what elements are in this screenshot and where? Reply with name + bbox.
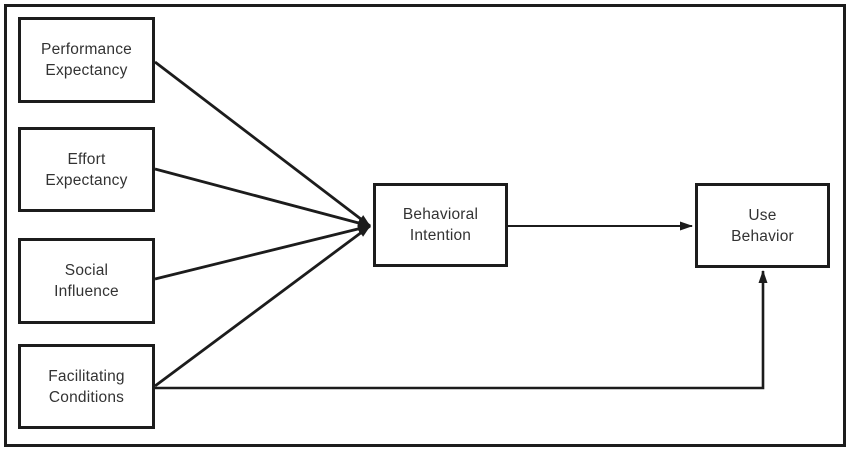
box-performance-expectancy: Performance Expectancy xyxy=(18,17,155,103)
box-behavioral-intention-label: Behavioral Intention xyxy=(402,206,479,244)
box-social-influence-label: Social Influence xyxy=(54,262,119,300)
arrow-facilitating-to-use xyxy=(155,270,768,390)
arrow-facilitating-to-intention xyxy=(154,224,371,388)
box-behavioral-intention: Behavioral Intention xyxy=(373,183,508,267)
arrow-effort-to-intention xyxy=(154,167,371,228)
arrow-social-to-intention xyxy=(154,224,371,281)
box-effort-expectancy: Effort Expectancy xyxy=(18,127,155,212)
box-social-influence: Social Influence xyxy=(18,238,155,324)
box-use-behavior: Use Behavior xyxy=(695,183,830,268)
figure-border xyxy=(4,4,846,447)
box-effort-expectancy-label: Effort Expectancy xyxy=(45,150,128,189)
box-performance-expectancy-label: Performance Expectancy xyxy=(41,41,132,79)
box-facilitating-conditions-label: Facilitating Conditions xyxy=(48,367,125,406)
arrow-performance-to-intention xyxy=(154,60,371,228)
box-use-behavior-label: Use Behavior xyxy=(731,206,794,245)
box-facilitating-conditions: Facilitating Conditions xyxy=(18,344,155,429)
